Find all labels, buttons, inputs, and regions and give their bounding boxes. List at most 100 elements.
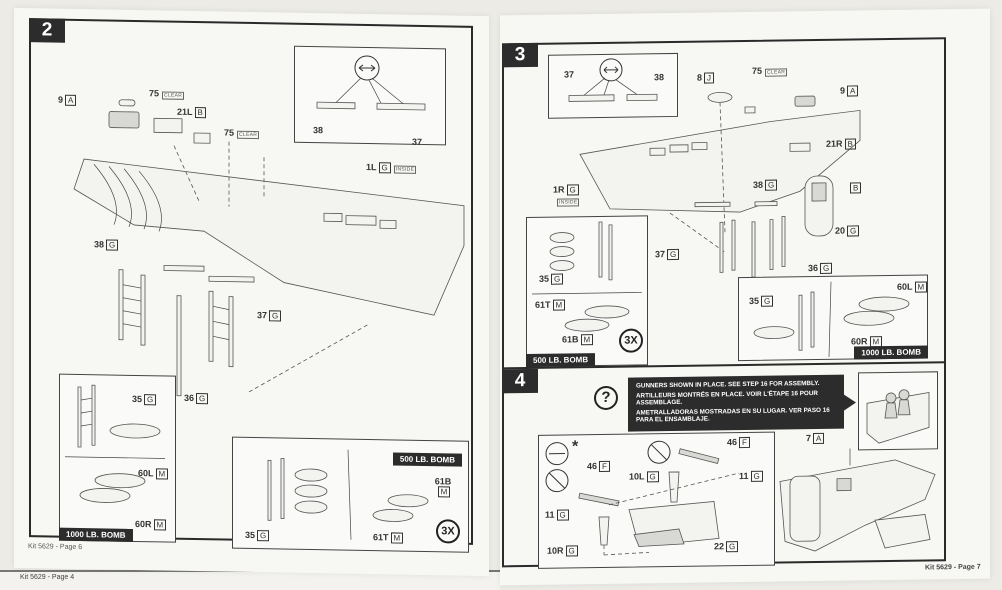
1000lb-bomb-title: 1000 LB. BOMB <box>854 345 928 360</box>
500lb-bomb-drawing <box>267 449 429 540</box>
part-number: 22 <box>714 541 725 552</box>
sprue-letter: G <box>378 162 391 174</box>
gunners-note: GUNNERS SHOWN IN PLACE. SEE STEP 16 FOR … <box>628 374 844 432</box>
part-number: 1L <box>366 161 377 173</box>
note-spanish: AMETRALLADORAS MOSTRADAS EN SU LUGAR. VE… <box>636 406 830 424</box>
sprue-letter: B <box>850 182 862 194</box>
gunners-preview-drawing <box>866 389 930 444</box>
sprue-letter: F <box>599 460 610 473</box>
fuselage-half-left-drawing <box>73 141 465 316</box>
step-4-badge: 4 <box>502 368 538 394</box>
no-glue-icon <box>545 469 569 493</box>
gun-assembly-drawing <box>545 440 740 556</box>
sprue-letter: B <box>194 107 206 119</box>
bomb-racks-drawing-step3 <box>694 201 786 278</box>
sprue-letter: G <box>726 541 739 553</box>
step-2-detail-inset: 38 37 <box>294 45 446 147</box>
back-page-footer: Kit 5629 - Page 4 <box>20 574 75 581</box>
sprue-letter: G <box>765 179 778 191</box>
sprue-letter: G <box>565 545 578 557</box>
part-number: 11 <box>545 509 555 520</box>
part-number: 75 <box>752 65 763 76</box>
inset-label-37: 37 <box>564 69 575 80</box>
part-number: 20 <box>835 225 846 236</box>
part-number: 75 <box>149 88 160 99</box>
part-number: 10L <box>629 471 645 482</box>
part-number: 35 <box>245 529 256 541</box>
sprue-letter: F <box>739 436 750 449</box>
sprue-letter: M <box>580 334 594 346</box>
hatch-door-drawing <box>804 175 834 237</box>
sprue-letter: G <box>646 471 659 483</box>
clear-tag: CLEAR <box>765 68 788 77</box>
step-3-detail-inset: 37 38 <box>548 52 678 119</box>
sprue-letter: G <box>106 239 119 251</box>
sprue-letter: G <box>257 530 270 542</box>
sprue-letter: G <box>820 262 833 274</box>
1000lb-bomb-drawing <box>753 281 910 357</box>
sprue-letter: A <box>65 94 77 106</box>
part-number: 9 <box>58 94 64 105</box>
part-number: 60R <box>135 518 152 530</box>
sprue-letter: G <box>566 184 579 196</box>
gunners-preview-inset <box>858 371 938 451</box>
page-6-footer: Kit 5629 - Page 6 <box>28 543 83 552</box>
step-2-badge: 2 <box>29 18 65 43</box>
part-number: 37 <box>655 249 666 260</box>
part-number: 75 <box>224 127 235 138</box>
part-number: 9 <box>840 85 846 96</box>
sprue-letter: M <box>153 519 167 531</box>
part-number: 21L <box>177 106 193 117</box>
clear-tag: CLEAR <box>237 130 260 140</box>
part-number: 35 <box>539 273 550 284</box>
note-french: ARTILLEURS MONTRÉS EN PLACE. VOIR L'ÉTAP… <box>636 389 818 407</box>
sprue-letter: M <box>390 532 404 544</box>
window-parts-drawing <box>108 99 211 144</box>
sprue-letter: G <box>551 273 564 285</box>
fuselage-half-right-drawing <box>579 91 861 253</box>
note-pointer-arrow <box>844 394 856 411</box>
sprue-letter: G <box>750 470 763 482</box>
callout-B: B <box>848 182 862 194</box>
part-number: 1R <box>553 184 565 195</box>
sprue-letter: G <box>761 295 774 307</box>
clear-tag: CLEAR <box>162 91 185 100</box>
part-number: 38 <box>753 179 764 190</box>
500lb-bomb-drawing <box>532 221 642 332</box>
step-3-badge: 3 <box>502 42 538 68</box>
sprue-letter: M <box>437 486 451 498</box>
part-number: 35 <box>132 393 143 405</box>
part-number: 46 <box>587 461 598 472</box>
quantity-3x-badge: 3X <box>436 519 460 544</box>
part-number: 11 <box>739 470 749 482</box>
sprue-letter: A <box>847 85 859 97</box>
sprue-letter: G <box>144 394 157 406</box>
part-number: 60R <box>851 336 868 347</box>
bomb-racks-drawing <box>118 265 370 397</box>
sprue-letter: G <box>667 248 680 261</box>
1000lb-bomb-title: 1000 LB. BOMB <box>59 527 133 542</box>
